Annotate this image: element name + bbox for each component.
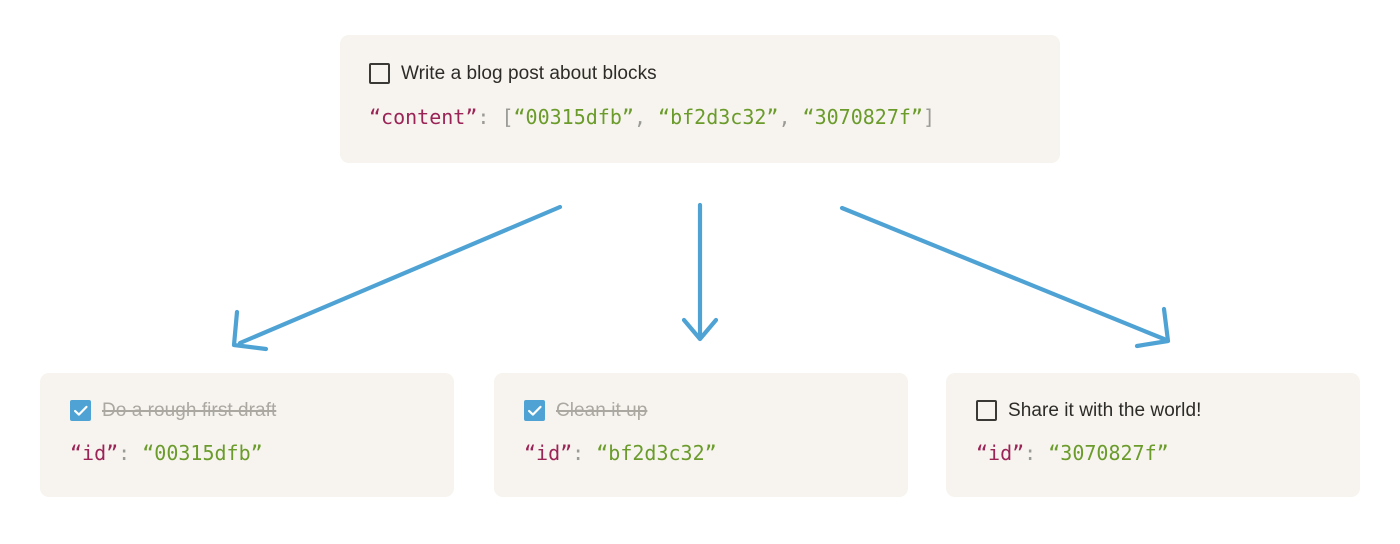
root-json-line: “content”: [“00315dfb”, “bf2d3c32”, “307…: [369, 105, 935, 129]
child-json-line-1: “id”: “bf2d3c32”: [524, 441, 717, 465]
arrow-to-child-2: [839, 205, 1171, 349]
json-key: “id”: [524, 441, 573, 465]
json-colon: :: [1024, 441, 1037, 465]
arrow-to-child-1: [681, 202, 719, 342]
root-todo-label: Write a blog post about blocks: [401, 63, 657, 84]
child-json-line-2: “id”: “3070827f”: [976, 441, 1169, 465]
json-close-bracket: ]: [922, 105, 936, 129]
checkbox-checked-icon[interactable]: [524, 400, 545, 421]
json-colon: :: [572, 441, 585, 465]
json-colon: :: [118, 441, 131, 465]
json-space: [584, 441, 596, 465]
checkbox-checked-icon[interactable]: [70, 400, 91, 421]
child-todo-label-2: Share it with the world!: [1008, 400, 1202, 421]
root-block-card[interactable]: Write a blog post about blocks “content”…: [340, 35, 1060, 163]
json-space: [489, 105, 501, 129]
root-todo-row[interactable]: Write a blog post about blocks: [369, 63, 657, 84]
json-open-bracket: [: [501, 105, 514, 129]
json-value-1: “bf2d3c32”: [658, 105, 779, 129]
json-key: “id”: [976, 441, 1025, 465]
json-value: “bf2d3c32”: [596, 441, 717, 465]
json-colon: :: [477, 105, 490, 129]
json-separator-0: ,: [633, 105, 659, 129]
json-space: [1036, 441, 1048, 465]
json-separator-1: ,: [778, 105, 803, 129]
json-value: “3070827f”: [1048, 441, 1169, 465]
checkbox-unchecked-icon[interactable]: [369, 63, 390, 84]
json-key: “id”: [70, 441, 119, 465]
child-todo-row-1[interactable]: Clean it up: [524, 400, 647, 421]
child-todo-row-2[interactable]: Share it with the world!: [976, 400, 1201, 421]
child-todo-row-0[interactable]: Do a rough first draft: [70, 400, 276, 421]
child-block-card-1[interactable]: Clean it up “id”: “bf2d3c32”: [494, 373, 908, 497]
child-todo-label-0: Do a rough first draft: [102, 400, 277, 421]
json-space: [130, 441, 142, 465]
child-block-card-2[interactable]: Share it with the world! “id”: “3070827f…: [946, 373, 1360, 497]
json-key: “content”: [369, 105, 478, 129]
json-value-2: “3070827f”: [802, 105, 923, 129]
json-value: “00315dfb”: [142, 441, 263, 465]
child-todo-label-1: Clean it up: [556, 400, 648, 421]
arrow-to-child-0: [231, 204, 563, 352]
child-block-card-0[interactable]: Do a rough first draft “id”: “00315dfb”: [40, 373, 454, 497]
json-value-0: “00315dfb”: [513, 105, 634, 129]
checkbox-unchecked-icon[interactable]: [976, 400, 997, 421]
child-json-line-0: “id”: “00315dfb”: [70, 441, 263, 465]
